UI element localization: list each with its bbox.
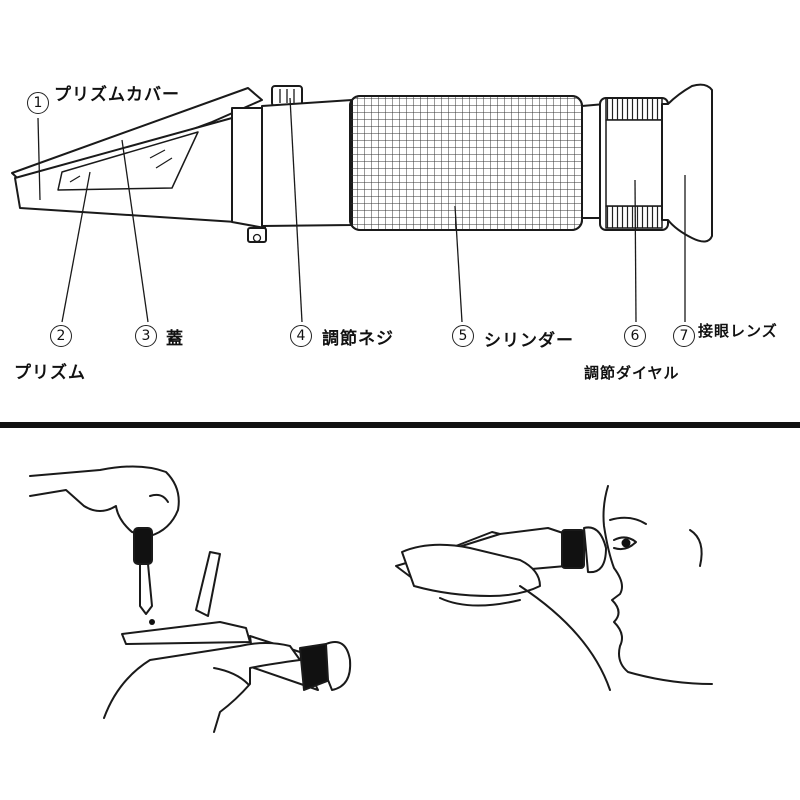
collar bbox=[231, 107, 266, 229]
callout-num-5: 5 bbox=[452, 325, 474, 347]
label-prism: プリズム bbox=[14, 363, 86, 383]
callout-num-1: 1 bbox=[27, 92, 49, 114]
callout-num-3: 3 bbox=[135, 325, 157, 347]
callout-num-2: 2 bbox=[50, 325, 72, 347]
cylinder bbox=[349, 95, 583, 231]
refractometer bbox=[11, 83, 713, 243]
prism-glass bbox=[57, 131, 199, 191]
callout-num-4: 4 bbox=[290, 325, 312, 347]
usage-apply-sample bbox=[29, 465, 352, 733]
label-lid: 蓋 bbox=[166, 329, 184, 349]
label-prism-cover: プリズムカバー bbox=[54, 85, 180, 105]
label-cylinder: シリンダー bbox=[484, 331, 574, 351]
section-divider bbox=[0, 422, 800, 428]
eyepiece bbox=[661, 83, 713, 243]
usage-viewing bbox=[395, 485, 713, 691]
leader-lines bbox=[37, 97, 686, 323]
label-adjust-screw: 調節ネジ bbox=[322, 329, 394, 349]
callout-num-7: 7 bbox=[673, 325, 695, 347]
callout-num-6: 6 bbox=[624, 325, 646, 347]
front-tube bbox=[261, 99, 353, 227]
label-adjust-dial: 調節ダイヤル bbox=[584, 364, 680, 382]
label-eyepiece: 接眼レンズ bbox=[698, 322, 778, 340]
